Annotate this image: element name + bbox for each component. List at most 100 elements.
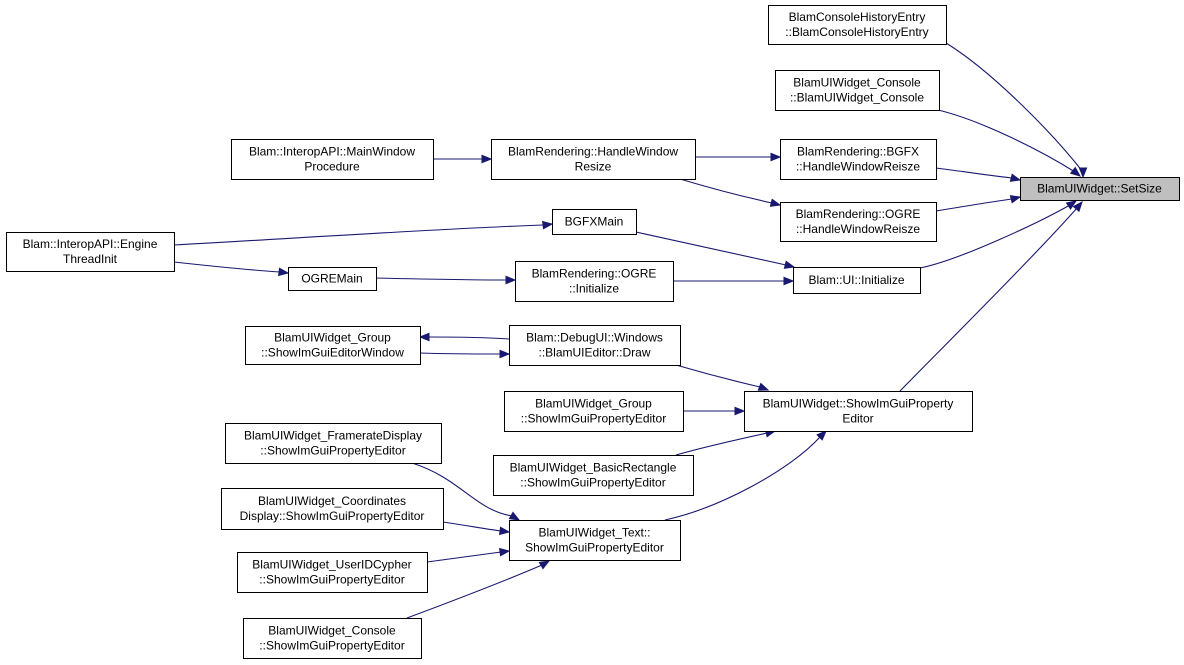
edge-bgfxmain-to-uiinit [635, 231, 796, 269]
node-label-line: ::ShowImGuiPropertyEditor [260, 444, 405, 458]
arrowhead-icon [783, 260, 796, 269]
node-basicrect[interactable]: BlamUIWidget_BasicRectangle::ShowImGuiPr… [493, 455, 694, 496]
node-label-line: BlamUIWidget_UserIDCypher [252, 558, 411, 572]
edge-line [937, 109, 1076, 173]
arrowhead-icon [770, 152, 782, 162]
node-ogrereisze[interactable]: BlamRendering::OGRE::HandleWindowReisze [780, 202, 937, 242]
edge-handleresize-to-ogrereisze [679, 178, 782, 207]
node-box [515, 261, 674, 302]
edge-grouppropeditor-to-widgetpropeditor [683, 406, 746, 416]
edge-line [406, 564, 543, 619]
node-uiconsole[interactable]: BlamUIWidget_Console::BlamUIWidget_Conso… [775, 70, 940, 111]
node-label-line: ::ShowImGuiEditorWindow [261, 346, 404, 360]
edge-debugdraw-to-groupeditorwin [418, 332, 510, 342]
node-label-line: BlamUIWidget::SetSize [1037, 182, 1162, 196]
edge-useridcypher-to-textprop [426, 547, 511, 563]
node-debugdraw[interactable]: Blam::DebugUI::Windows::BlamUIEditor::Dr… [509, 325, 681, 366]
node-label-line: BlamRendering::BGFX [797, 145, 919, 159]
edge-uiconsole-to-setsize [937, 109, 1082, 177]
node-box [775, 70, 940, 111]
arrowhead-icon [481, 154, 493, 164]
arrowhead-icon [508, 511, 521, 521]
edge-line [411, 462, 513, 517]
node-label-line: Editor [842, 412, 873, 426]
edge-uiinit-to-setsize [919, 200, 1078, 269]
edge-line [899, 207, 1078, 392]
node-box [780, 202, 937, 242]
node-label-line: BlamUIWidget_BasicRectangle [510, 461, 677, 475]
arrowhead-icon [542, 220, 554, 230]
edge-line [635, 231, 787, 266]
edge-ogrereisze-to-setsize [935, 195, 1022, 212]
node-label-line: ::ShowImGuiPropertyEditor [521, 412, 666, 426]
node-bgfxmain[interactable]: BGFXMain [552, 209, 637, 235]
edge-line [935, 167, 1013, 179]
node-widgetpropeditor[interactable]: BlamUIWidget::ShowImGuiPropertyEditor [744, 391, 973, 432]
node-label-line: Resize [575, 160, 612, 174]
edge-line [679, 178, 773, 204]
arrowhead-icon [505, 275, 517, 285]
node-label-line: BGFXMain [565, 215, 624, 229]
node-box [225, 423, 442, 464]
node-box [768, 5, 947, 45]
node-box [288, 267, 377, 291]
node-bgfxreisze[interactable]: BlamRendering::BGFX::HandleWindowReisze [780, 139, 937, 180]
node-label-line: ::ShowImGuiPropertyEditor [259, 573, 404, 587]
edge-line [945, 42, 1084, 173]
arrowhead-icon [769, 198, 782, 207]
edge-coords-to-textprop [442, 521, 511, 536]
node-consoleprop[interactable]: BlamUIWidget_Console::ShowImGuiPropertyE… [243, 618, 422, 659]
node-label-line: ::HandleWindowReisze [796, 160, 920, 174]
node-useridcypher[interactable]: BlamUIWidget_UserIDCypher::ShowImGuiProp… [237, 552, 428, 593]
edge-basicrect-to-widgetpropeditor [675, 429, 777, 456]
node-box [245, 326, 421, 365]
node-box [509, 325, 681, 366]
node-label-line: ::ShowImGuiPropertyEditor [520, 476, 665, 490]
node-label-line: ::HandleWindowReisze [796, 222, 920, 236]
edge-handleresize-to-bgfxreisze [695, 152, 782, 162]
node-label-line: ThreadInit [63, 252, 118, 266]
node-label-line: Procedure [304, 160, 360, 174]
edge-line [427, 336, 510, 340]
edge-groupeditorwin-to-debugdraw [419, 349, 511, 359]
node-label-line: Blam::DebugUI::Windows [526, 331, 663, 345]
node-label-line: Blam::UI::Initialize [808, 273, 904, 287]
node-histentry[interactable]: BlamConsoleHistoryEntry::BlamConsoleHist… [768, 5, 947, 45]
edge-line [375, 277, 508, 281]
arrowhead-icon [757, 382, 770, 391]
node-setsize[interactable]: BlamUIWidget::SetSize [1020, 177, 1180, 201]
edge-line [173, 224, 545, 246]
node-textprop[interactable]: BlamUIWidget_Text::ShowImGuiPropertyEdit… [509, 520, 681, 561]
node-framerate[interactable]: BlamUIWidget_FramerateDisplay::ShowImGui… [225, 423, 442, 464]
edge-line [419, 352, 502, 355]
node-coords[interactable]: BlamUIWidget_CoordinatesDisplay::ShowImG… [221, 488, 444, 530]
edge-line [442, 521, 502, 532]
node-label-line: BlamUIWidget_Console [793, 76, 921, 90]
node-ogreinit[interactable]: BlamRendering::OGRE::Initialize [515, 261, 674, 302]
node-label-line: BlamConsoleHistoryEntry [789, 10, 926, 24]
arrowhead-icon [1078, 167, 1088, 179]
arrowhead-icon [499, 349, 511, 359]
node-box [780, 139, 937, 180]
edge-line [935, 198, 1013, 212]
edge-line [675, 432, 768, 456]
node-uiinit[interactable]: Blam::UI::Initialize [793, 267, 921, 294]
node-groupeditorwin[interactable]: BlamUIWidget_Group::ShowImGuiEditorWindo… [245, 326, 421, 365]
arrowhead-icon [418, 332, 430, 342]
node-ogremain[interactable]: OGREMain [288, 267, 377, 291]
arrowhead-icon [499, 547, 511, 557]
node-label-line: BlamUIWidget_Group [535, 397, 652, 411]
node-label-line: BlamUIWidget_Text:: [538, 526, 650, 540]
node-box [552, 209, 637, 235]
arrowhead-icon [1009, 173, 1022, 182]
arrowhead-icon [538, 560, 551, 570]
edge-widgetpropeditor-to-setsize [899, 200, 1083, 392]
edges-layer [173, 42, 1088, 619]
edge-debugdraw-to-widgetpropeditor [675, 364, 770, 391]
node-label-line: BlamUIWidget_Coordinates [258, 494, 406, 508]
node-grouppropeditor[interactable]: BlamUIWidget_Group::ShowImGuiPropertyEdi… [504, 391, 684, 432]
